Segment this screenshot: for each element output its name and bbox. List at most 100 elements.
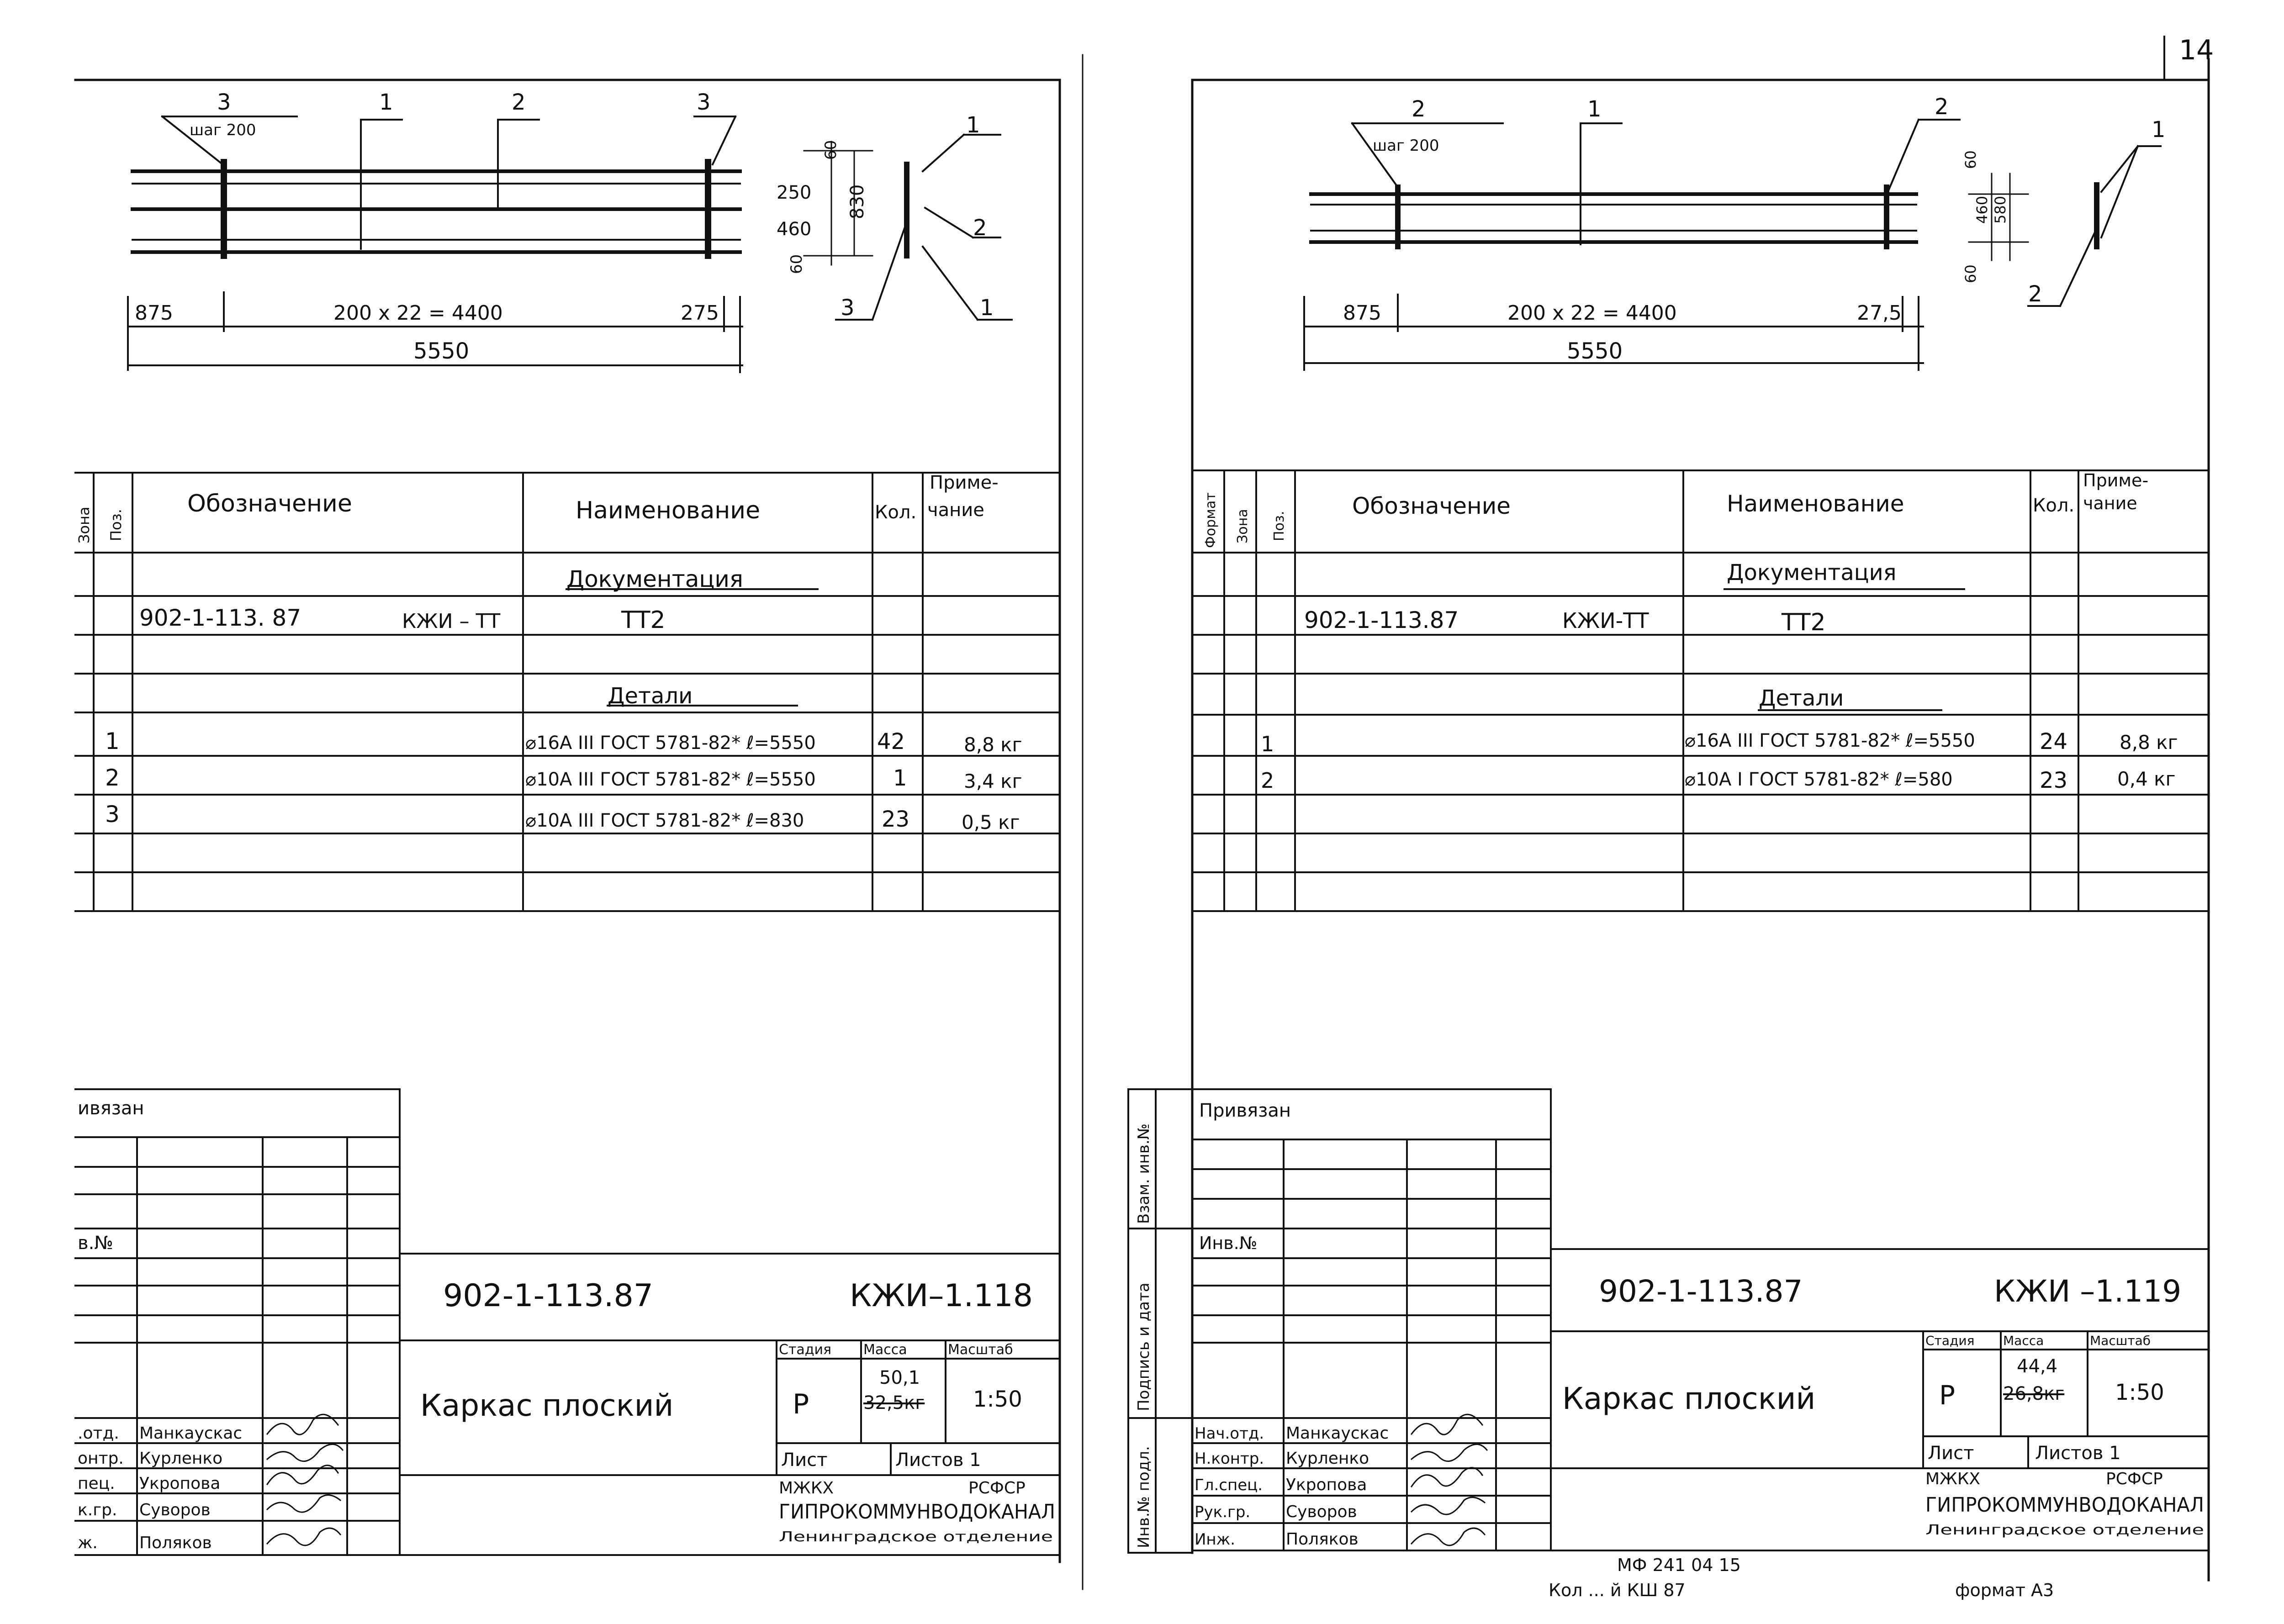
right-person1-role: Нач.отд. <box>1195 1424 1264 1443</box>
left-person3-role: пец. <box>78 1474 115 1493</box>
left-item2-note: 3,4 кг <box>964 770 1022 792</box>
right-doc-name: ТТ2 <box>1781 609 1826 636</box>
left-doc-code: КЖИ – ТТ <box>402 610 500 633</box>
left-callout-3b: 3 <box>697 90 711 115</box>
right-item2-pos: 2 <box>1261 768 1274 793</box>
left-person1-role: .отд. <box>78 1424 119 1443</box>
left-doc-designation: 902-1-113. 87 <box>139 605 301 631</box>
left-org4: Ленинградское отделение <box>779 1529 1053 1545</box>
left-item2-pos: 2 <box>105 765 120 791</box>
right-person5-role: Инж. <box>1195 1530 1235 1549</box>
right-person3-role: Гл.спец. <box>1195 1476 1263 1494</box>
left-col-zone: Зона <box>75 506 93 543</box>
right-person4-name: Суворов <box>1286 1503 1357 1521</box>
right-org3: ГИПРОКОММУНВОДОКАНАЛ <box>1925 1493 2204 1517</box>
right-col-designation: Обозначение <box>1352 493 1511 519</box>
right-item1-pos: 1 <box>1261 732 1274 756</box>
left-doc-name: ТТ2 <box>621 606 666 634</box>
left-item1-qty: 42 <box>877 729 905 754</box>
right-col-qty: Кол. <box>2033 495 2074 516</box>
right-side-label-vzam: Взам. инв.№ <box>1135 1123 1153 1224</box>
left-person3-name: Укропова <box>139 1474 220 1493</box>
left-scale-h: Масштаб <box>948 1342 1013 1358</box>
left-sec-dim-250: 250 <box>777 182 811 203</box>
page-number: 14 <box>2179 34 2214 66</box>
left-sec-dim-460: 460 <box>777 219 811 240</box>
right-sec-dim-580: 580 <box>1992 196 2009 224</box>
right-frame-drawing <box>1303 118 2162 371</box>
right-sheet <box>1127 36 2210 1582</box>
left-sec-dim-830: 830 <box>847 185 868 219</box>
right-sheet-label: Лист <box>1928 1443 1974 1464</box>
right-doc-code: КЖИ-ТТ <box>1562 608 1649 633</box>
left-stamp-sheet-code: КЖИ–1.118 <box>850 1278 1033 1314</box>
left-inv: в.№ <box>78 1233 113 1254</box>
footer-line2: Кол ... й КШ 87 <box>1549 1580 1686 1600</box>
left-privyazan: ивязан <box>78 1098 144 1119</box>
left-sheets-label: Листов 1 <box>895 1450 981 1471</box>
right-org1: МЖКХ <box>1925 1470 1980 1488</box>
right-mass-h: Масса <box>2003 1333 2044 1348</box>
left-stage-h: Стадия <box>779 1342 831 1358</box>
left-scale: 1:50 <box>973 1387 1022 1412</box>
left-col-qty: Кол. <box>875 502 916 523</box>
left-sec-dim-60a: 60 <box>822 140 840 160</box>
left-person4-name: Суворов <box>139 1501 211 1519</box>
left-item3-name: ⌀10А III ГОСТ 5781-82* ℓ=830 <box>525 810 804 831</box>
right-stage-h: Стадия <box>1925 1333 1974 1348</box>
left-stage: Р <box>793 1388 809 1420</box>
right-sec-dim-60a: 60 <box>1962 150 1979 169</box>
left-dim-total: 5550 <box>413 338 469 364</box>
right-col-zone: Зона <box>1235 509 1251 543</box>
right-item2-qty: 23 <box>2040 768 2067 793</box>
left-org2: РСФСР <box>968 1479 1026 1497</box>
left-item2-qty: 1 <box>893 765 907 791</box>
right-org4: Ленинградское отделение <box>1925 1522 2204 1538</box>
right-person3-name: Укропова <box>1286 1476 1367 1494</box>
right-item1-name: ⌀16А III ГОСТ 5781-82* ℓ=5550 <box>1685 730 1975 751</box>
left-mass-h: Масса <box>863 1342 907 1358</box>
right-item2-name: ⌀10А I ГОСТ 5781-82* ℓ=580 <box>1685 769 1953 790</box>
left-person5-name: Поляков <box>139 1534 212 1552</box>
right-dim-c: 27,5 <box>1857 301 1902 325</box>
left-col-note2: чание <box>927 500 984 521</box>
left-sec-callout-1b: 1 <box>980 295 994 321</box>
footer-code: МФ 241 04 15 <box>1617 1555 1741 1575</box>
right-doc-header: Документация <box>1727 560 1897 585</box>
right-person2-name: Курленко <box>1286 1449 1369 1468</box>
left-sec-callout-2: 2 <box>973 215 987 241</box>
right-scale: 1:50 <box>2115 1380 2164 1405</box>
right-inv: Инв.№ <box>1199 1233 1257 1253</box>
left-org3: ГИПРОКОММУНВОДОКАНАЛ <box>779 1500 1055 1524</box>
right-privyazan: Привязан <box>1199 1100 1291 1121</box>
left-col-name: Наименование <box>576 497 760 524</box>
right-mass-new: 44,4 <box>2017 1356 2057 1377</box>
right-dim-a: 875 <box>1343 301 1381 325</box>
left-person4-role: к.гр. <box>78 1501 117 1519</box>
right-col-note1: Приме- <box>2083 470 2148 490</box>
right-org2: РСФСР <box>2106 1470 2163 1488</box>
left-sec-callout-1a: 1 <box>966 112 980 138</box>
right-parts-header: Детали <box>1759 685 1844 711</box>
footer-format: формат А3 <box>1955 1580 2054 1600</box>
right-sec-dim-60b: 60 <box>1962 264 1979 283</box>
left-mass-old: 32,5кг <box>863 1392 925 1413</box>
left-col-designation: Обозначение <box>187 490 352 517</box>
left-dim-b: 200 x 22 = 4400 <box>333 301 503 325</box>
right-person5-name: Поляков <box>1286 1530 1359 1549</box>
left-callout-3a: 3 <box>217 90 231 115</box>
left-item3-pos: 3 <box>105 801 120 828</box>
left-col-note1: Приме- <box>930 472 999 493</box>
left-stamp-title: Каркас плоский <box>420 1388 673 1423</box>
right-callout-2a: 2 <box>1412 96 1426 122</box>
right-item2-note: 0,4 кг <box>2117 768 2176 790</box>
right-item1-qty: 24 <box>2040 729 2067 754</box>
right-signatures <box>1410 1413 1488 1546</box>
right-step-label: шаг 200 <box>1373 137 1439 155</box>
left-person2-role: онтр. <box>78 1449 124 1468</box>
right-mass-old: 26,8кг <box>2003 1383 2064 1404</box>
right-person1-name: Манкаускас <box>1286 1424 1389 1443</box>
right-col-note2: чание <box>2083 493 2137 513</box>
right-person4-role: Рук.гр. <box>1195 1503 1250 1521</box>
